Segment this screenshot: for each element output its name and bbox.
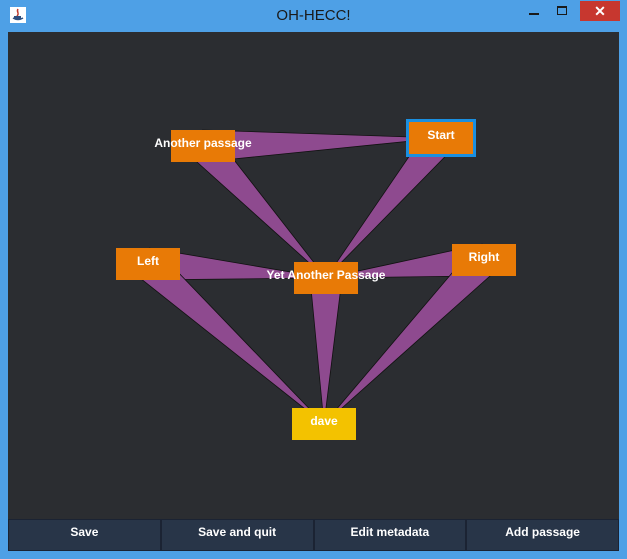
edit-metadata-button[interactable]: Edit metadata	[313, 519, 467, 551]
minimize-icon	[529, 13, 539, 15]
minimize-button[interactable]	[521, 1, 547, 21]
passage-dave[interactable]: dave	[292, 408, 356, 440]
passage-label: Yet Another Passage	[266, 268, 386, 282]
java-app-icon[interactable]	[10, 7, 26, 23]
passage-right[interactable]: Right	[452, 244, 516, 276]
passage-label: dave	[310, 414, 338, 428]
title-bar[interactable]: OH-HECC! ✕	[0, 0, 627, 31]
passage-label: Start	[427, 128, 455, 142]
passage-left[interactable]: Left	[116, 248, 180, 280]
passage-graph-canvas[interactable]: Another passage Start Left Yet Another P…	[8, 32, 619, 519]
close-icon: ✕	[594, 3, 606, 19]
passage-label: Right	[468, 250, 500, 264]
add-passage-button[interactable]: Add passage	[466, 519, 619, 551]
save-button[interactable]: Save	[8, 519, 161, 551]
passage-start[interactable]: Start	[406, 119, 476, 157]
maximize-button[interactable]	[549, 1, 575, 21]
passage-label: Another passage	[154, 136, 252, 150]
passage-link	[309, 277, 343, 425]
passage-links	[136, 127, 497, 425]
action-button-bar: Save Save and quit Edit metadata Add pas…	[8, 519, 619, 551]
maximize-icon	[557, 6, 567, 15]
passage-yet-another-passage[interactable]: Yet Another Passage	[267, 262, 385, 294]
save-and-quit-button[interactable]: Save and quit	[160, 519, 314, 551]
passage-another-passage[interactable]: Another passage	[154, 130, 252, 162]
close-button[interactable]: ✕	[580, 1, 620, 21]
passage-label: Left	[137, 254, 159, 268]
window-title: OH-HECC!	[276, 7, 351, 24]
